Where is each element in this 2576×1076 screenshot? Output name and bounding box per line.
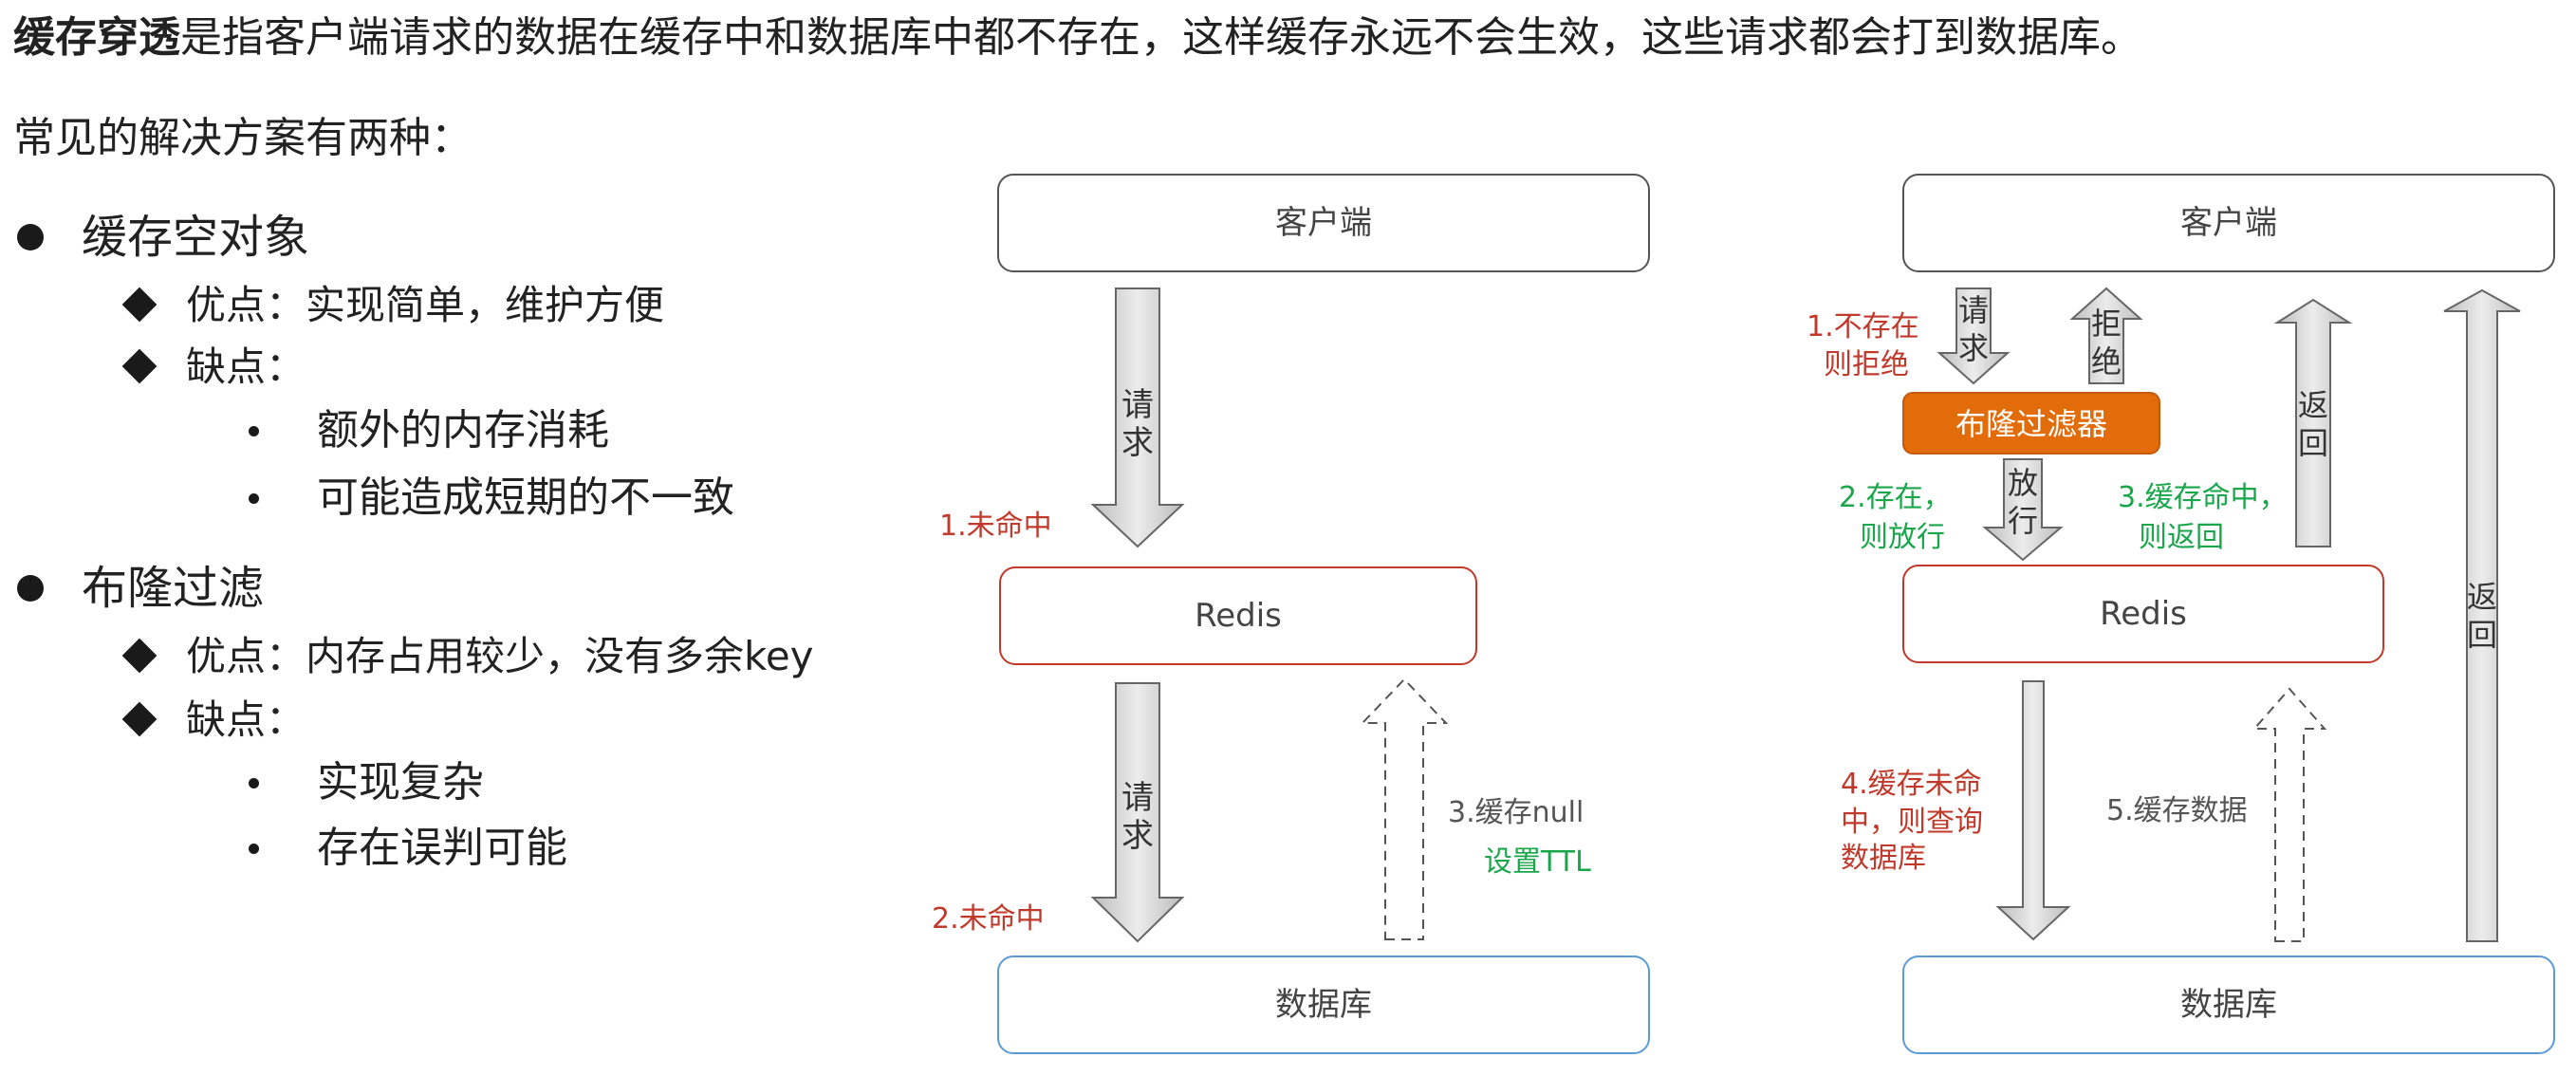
step-cache-miss: 4.缓存未命 (1841, 768, 1982, 801)
pass-arrow-down (1982, 458, 2064, 562)
arrow-label: 求 (1958, 330, 1989, 366)
database-label: 数据库 (2180, 986, 2277, 1024)
intro-term: 缓存穿透 (13, 13, 180, 62)
cache-null-dashed-arrow (1360, 677, 1449, 940)
return-arrow-up (2273, 298, 2353, 547)
database-box (997, 955, 1650, 1054)
sub-bullet-icon (249, 778, 259, 788)
return-arrow-long-up (2443, 288, 2521, 942)
step-miss-2: 2.未命中 (932, 902, 1045, 936)
redis-box (1902, 565, 2384, 663)
step-not-exist-reject: 则拒绝 (1824, 348, 1909, 381)
step-exist: 2.存在， (1839, 481, 1952, 514)
right-diagram: 客户端 请 求 拒 绝 1.不存在 则拒绝 布隆过滤器 放 行 2.存在， 则放… (1807, 174, 2555, 1054)
arrow-label: 行 (2008, 503, 2038, 539)
query-db-arrow-down (1995, 680, 2071, 941)
arrow-label: 请 (1958, 292, 1989, 328)
solution-pros: 优点：内存占用较少，没有多余key (186, 633, 814, 679)
arrow-label: 返 (2298, 387, 2328, 423)
client-label: 客户端 (2180, 204, 2277, 242)
arrow-label: 返 (2467, 579, 2497, 615)
left-diagram: 客户端 Redis 数据库 请 求 1.未命中 请 求 2.未命中 3.缓存nu… (932, 174, 1650, 1054)
arrow-label: 绝 (2091, 343, 2122, 380)
solution-title-empty-object: 缓存空对象 (82, 211, 310, 264)
step-cache-miss-query: 中，则查询 (1841, 806, 1983, 839)
step-exist-pass: 则放行 (1860, 521, 1945, 554)
solution-con-item: 存在误判可能 (317, 824, 567, 872)
intro-text: 是指客户端请求的数据在缓存中和数据库中都不存在，这样缓存永远不会生效，这些请求都… (180, 13, 2142, 62)
solution-title-bloom-filter: 布隆过滤 (82, 562, 265, 615)
sub-bullet-icon (249, 426, 259, 436)
sub-bullet-icon (249, 844, 259, 854)
arrow-label: 回 (2467, 617, 2497, 653)
solution-cons-label: 缺点： (186, 343, 306, 390)
solutions-heading: 常见的解决方案有两种： (13, 114, 473, 162)
arrow-label: 拒 (2091, 306, 2122, 342)
bullet-icon (17, 575, 44, 602)
intro-paragraph: 缓存穿透是指客户端请求的数据在缓存中和数据库中都不存在，这样缓存永远不会生效，这… (13, 17, 2142, 59)
sub-bullet-icon (249, 493, 259, 504)
solution-pros: 优点：实现简单，维护方便 (186, 282, 665, 328)
bloom-filter-box (1902, 392, 2160, 455)
solution-con-item: 实现复杂 (317, 758, 484, 807)
reject-arrow-up (2069, 287, 2143, 384)
arrow-label: 请 (1121, 779, 1154, 817)
step-miss-1: 1.未命中 (939, 510, 1052, 543)
cache-data-dashed-arrow (2252, 687, 2327, 942)
solution-cons-label: 缺点： (186, 696, 306, 743)
solution-con-item: 额外的内存消耗 (317, 406, 609, 455)
database-box (1902, 955, 2555, 1054)
client-box (1902, 174, 2555, 272)
arrow-label: 请 (1121, 386, 1154, 424)
bullet-icon (17, 224, 44, 250)
solution-con-item: 可能造成短期的不一致 (317, 473, 734, 522)
bloom-filter-label: 布隆过滤器 (1955, 406, 2107, 442)
step-cache-null: 3.缓存null (1448, 796, 1584, 829)
step-cache-miss-db: 数据库 (1841, 842, 1926, 875)
arrow-label: 求 (1121, 817, 1154, 855)
arrow-label: 放 (2008, 465, 2038, 501)
step-set-ttl: 设置TTL (1484, 845, 1591, 879)
client-box (997, 174, 1650, 272)
database-label: 数据库 (1275, 986, 1372, 1024)
step-cache-hit-return: 则返回 (2139, 521, 2224, 554)
step-not-exist: 1.不存在 (1807, 310, 1919, 343)
arrow-label: 回 (2298, 425, 2328, 461)
client-label: 客户端 (1275, 204, 1372, 242)
step-cache-data: 5.缓存数据 (2106, 794, 2248, 827)
step-cache-hit: 3.缓存命中， (2118, 481, 2288, 514)
request-arrow-down (1937, 288, 2011, 385)
arrow-label: 求 (1121, 424, 1154, 462)
redis-label: Redis (2100, 595, 2187, 633)
redis-box (999, 566, 1477, 665)
redis-label: Redis (1195, 597, 1282, 635)
request-arrow-down (1090, 682, 1185, 943)
request-arrow-down (1090, 288, 1185, 548)
